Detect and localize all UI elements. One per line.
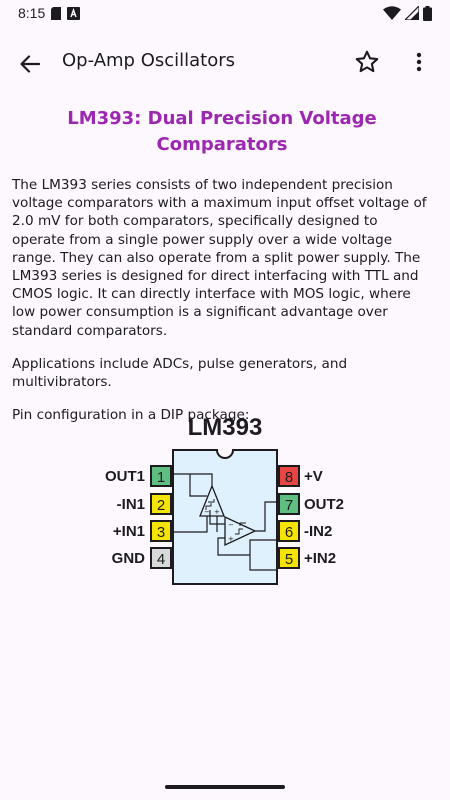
back-button[interactable] <box>14 48 46 80</box>
cellular-signal-icon <box>405 6 419 20</box>
pin-3-label: +IN1 <box>113 523 145 540</box>
pin-2-number: 2 <box>157 497 165 514</box>
pin-5: 5 +IN2 <box>278 547 336 569</box>
star-outline-icon <box>355 50 379 73</box>
svg-text:+: + <box>228 535 234 543</box>
pin-8: 8 +V <box>278 465 323 487</box>
app-notification-icon <box>67 6 81 20</box>
pin-6-number: 6 <box>285 524 293 541</box>
chip-label: LM393 <box>188 414 263 441</box>
arrow-left-icon <box>20 55 40 73</box>
wifi-icon <box>383 6 401 20</box>
favorite-button[interactable] <box>351 46 383 78</box>
pin-3: 3 +IN1 <box>113 520 172 542</box>
pin-5-number: 5 <box>285 551 293 568</box>
pinout-diagram: LM393 − + + − 1 OUT1 2 -IN1 3 +IN1 <box>105 414 344 585</box>
app-bar-title: Op-Amp Oscillators <box>62 50 236 71</box>
article-heading: LM393: Dual Precision Voltage Comparator… <box>67 108 377 155</box>
svg-text:+: + <box>214 508 220 516</box>
overflow-menu-button[interactable] <box>405 46 433 78</box>
status-right <box>383 5 432 21</box>
more-vert-icon <box>416 52 422 72</box>
pin-1-label: OUT1 <box>105 468 145 485</box>
sd-card-icon <box>51 6 62 20</box>
pin-6-label: -IN2 <box>304 523 332 540</box>
pin-7-number: 7 <box>285 497 293 514</box>
pin-5-label: +IN2 <box>304 550 336 567</box>
svg-text:−: − <box>204 508 210 516</box>
status-time: 8:15 <box>18 5 46 21</box>
pin-3-number: 3 <box>157 524 165 541</box>
pin-7: 7 OUT2 <box>278 493 344 515</box>
pin-2-label: -IN1 <box>117 496 145 513</box>
pin-1-number: 1 <box>157 469 165 486</box>
pin-8-label: +V <box>304 468 323 485</box>
pin-4-label: GND <box>112 550 146 567</box>
svg-text:−: − <box>228 521 234 529</box>
article-content: LM393: Dual Precision Voltage Comparator… <box>12 106 432 439</box>
status-bar: 8:15 <box>0 0 450 26</box>
article-paragraph-1: The LM393 series consists of two indepen… <box>12 177 427 339</box>
pin-1: 1 OUT1 <box>105 465 172 487</box>
pin-6: 6 -IN2 <box>278 520 332 542</box>
comparator-2-symbol: + − <box>209 501 277 571</box>
pin-8-number: 8 <box>285 469 293 486</box>
comparator-1-symbol: − + <box>173 473 225 533</box>
app-bar: Op-Amp Oscillators <box>0 26 450 98</box>
article-paragraph-3: Pin configuration in a DIP package: <box>12 407 250 424</box>
pin-2: 2 -IN1 <box>117 493 172 515</box>
article-paragraph-2: Applications include ADCs, pulse generat… <box>12 355 348 391</box>
pin-7-label: OUT2 <box>304 496 344 513</box>
status-left: 8:15 <box>18 5 81 21</box>
pin-4: 4 GND <box>112 547 172 569</box>
pin-4-number: 4 <box>157 551 165 568</box>
battery-icon <box>423 5 432 21</box>
home-indicator[interactable] <box>165 785 285 789</box>
